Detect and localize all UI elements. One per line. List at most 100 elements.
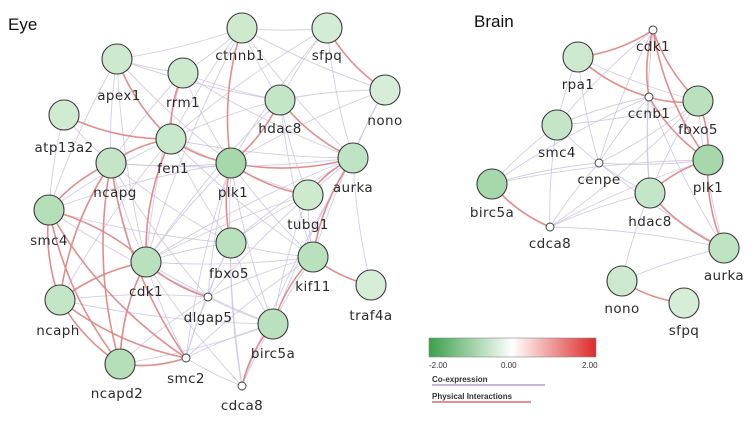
- eye-edge-physical-smc4-ncapd2: [48, 209, 121, 365]
- brain-node-label-birc5a: birc5a: [470, 205, 514, 221]
- color-scale-bar: [428, 337, 597, 358]
- eye-node-label-ctnnb1: ctnnb1: [215, 48, 264, 64]
- eye-node-cdk1: cdk1: [129, 246, 163, 300]
- brain-edge-coexpression-ccnb1-aurka: [648, 96, 725, 249]
- brain-node-rpa1: rpa1: [562, 41, 595, 93]
- brain-node-label-aurka: aurka: [704, 268, 744, 284]
- brain-edge-coexpression-ccnb1-cenpe: [598, 96, 650, 164]
- eye-node-traf4a: traf4a: [349, 269, 392, 324]
- eye-node-circle-cdca8: [237, 381, 247, 391]
- eye-node-label-smc2: smc2: [167, 371, 205, 387]
- eye-edge-coexpression-dlgap5-ncaph: [59, 294, 209, 301]
- brain-edge-coexpression-cenpe-cdca8: [549, 162, 600, 228]
- brain-edge-physical-cdk1-ccnb1: [645, 29, 654, 98]
- eye-node-hdac8: hdac8: [258, 84, 301, 137]
- eye-node-circle-apex1: [101, 43, 133, 75]
- eye-node-fen1: fen1: [155, 123, 189, 177]
- eye-node-birc5a: birc5a: [251, 308, 295, 362]
- eye-edge-coexpression-fen1-ncaph: [59, 138, 172, 301]
- eye-node-circle-rrm1: [167, 57, 199, 89]
- eye-node-circle-fbxo5: [215, 227, 247, 259]
- eye-edge-physical-ncapg-ncapd2: [102, 162, 121, 365]
- eye-node-circle-ctnnb1: [226, 12, 258, 44]
- brain-node-label-fbxo5: fbxo5: [678, 122, 718, 138]
- brain-node-label-rpa1: rpa1: [562, 77, 595, 93]
- brain-node-circle-cdca8: [545, 222, 555, 232]
- eye-node-sfpq: sfpq: [311, 12, 343, 64]
- eye-node-ctnnb1: ctnnb1: [215, 12, 264, 64]
- eye-edge-coexpression-cdk1-cdca8: [145, 261, 243, 387]
- eye-node-circle-atp13a2: [48, 99, 80, 131]
- eye-node-kif11: kif11: [295, 241, 330, 295]
- brain-edge-physical-cdk1-plk1: [652, 29, 709, 161]
- brain-edge-coexpression-rpa1-fbxo5: [577, 56, 699, 102]
- brain-node-label-smc4: smc4: [538, 145, 576, 161]
- eye-edge-physical-ncapg-ncaph: [59, 162, 112, 301]
- eye-node-circle-birc5a: [257, 308, 289, 340]
- eye-node-label-ncaph: ncaph: [36, 323, 79, 339]
- brain-node-label-hdac8: hdac8: [628, 214, 671, 230]
- eye-edge-coexpression-fen1-aurka: [170, 138, 354, 159]
- eye-edge-coexpression-nono-plk1: [230, 89, 386, 164]
- eye-edge-coexpression-cdk1-kif11: [145, 256, 314, 265]
- eye-node-label-traf4a: traf4a: [349, 308, 392, 324]
- brain-node-circle-rpa1: [562, 41, 594, 73]
- eye-node-label-hdac8: hdac8: [258, 121, 301, 137]
- brain-node-cdk1: cdk1: [636, 25, 670, 55]
- eye-node-label-plk1: plk1: [218, 185, 248, 201]
- eye-node-label-smc4: smc4: [30, 233, 68, 249]
- eye-node-label-cdca8: cdca8: [221, 398, 263, 414]
- eye-node-label-ncapd2: ncapd2: [91, 386, 143, 402]
- eye-node-apex1: apex1: [97, 43, 141, 104]
- eye-edge-coexpression-ncapg-dlgap5: [110, 162, 209, 298]
- scale-label-mid: 0.00: [501, 361, 517, 370]
- legend-physical-label: Physical Interactions: [432, 392, 513, 401]
- eye-node-tubg1: tubg1: [287, 179, 328, 233]
- eye-edge-coexpression-kif11-smc2: [185, 256, 314, 359]
- scale-label-low: -2.00: [429, 361, 448, 370]
- eye-node-circle-sfpq: [311, 12, 343, 44]
- eye-node-label-apex1: apex1: [97, 88, 141, 104]
- eye-edge-physical-aurka-kif11: [312, 157, 354, 258]
- eye-node-smc4: smc4: [30, 194, 68, 249]
- eye-node-aurka: aurka: [333, 142, 373, 196]
- eye-node-label-fbxo5: fbxo5: [209, 266, 249, 282]
- eye-node-circle-plk1: [215, 147, 247, 179]
- eye-node-fbxo5: fbxo5: [209, 227, 249, 282]
- brain-node-circle-cdk1: [648, 25, 658, 35]
- eye-node-circle-kif11: [297, 241, 329, 273]
- eye-edge-coexpression-sfpq-fen1: [170, 27, 328, 140]
- scale-label-high: 2.00: [582, 361, 598, 370]
- brain-edge-coexpression-cdk1-cenpe: [598, 29, 654, 164]
- brain-node-circle-birc5a: [476, 168, 508, 200]
- eye-node-circle-cdk1: [130, 246, 162, 278]
- eye-node-circle-tubg1: [292, 179, 324, 211]
- eye-node-circle-smc2: [181, 353, 191, 363]
- brain-node-smc4: smc4: [538, 109, 576, 161]
- eye-node-label-cdk1: cdk1: [129, 284, 163, 300]
- eye-node-smc2: smc2: [167, 353, 205, 387]
- eye-node-circle-hdac8: [264, 84, 296, 116]
- eye-node-atp13a2: atp13a2: [35, 99, 93, 156]
- eye-edge-coexpression-ctnnb1-nono: [241, 27, 386, 91]
- eye-node-nono: nono: [367, 74, 402, 129]
- brain-node-circle-cenpe: [594, 158, 604, 168]
- brain-edge-coexpression-aurka-cdca8: [549, 226, 725, 249]
- brain-node-label-plk1: plk1: [693, 180, 723, 196]
- eye-edge-coexpression-aurka-dlgap5: [207, 157, 354, 298]
- eye-edge-coexpression-fbxo5-cdca8: [230, 242, 243, 387]
- brain-node-label-sfpq: sfpq: [669, 323, 700, 339]
- brain-node-label-nono: nono: [604, 301, 639, 317]
- brain-node-label-cdk1: cdk1: [636, 39, 670, 55]
- eye-edge-coexpression-ncapg-fbxo5: [110, 162, 232, 244]
- brain-node-label-cenpe: cenpe: [577, 172, 620, 188]
- brain-node-nono: nono: [604, 265, 639, 317]
- brain-node-circle-ccnb1: [644, 92, 654, 102]
- brain-node-plk1: plk1: [692, 144, 724, 196]
- eye-node-circle-ncaph: [44, 284, 76, 316]
- eye-node-circle-smc4: [33, 194, 65, 226]
- eye-node-label-sfpq: sfpq: [312, 48, 343, 64]
